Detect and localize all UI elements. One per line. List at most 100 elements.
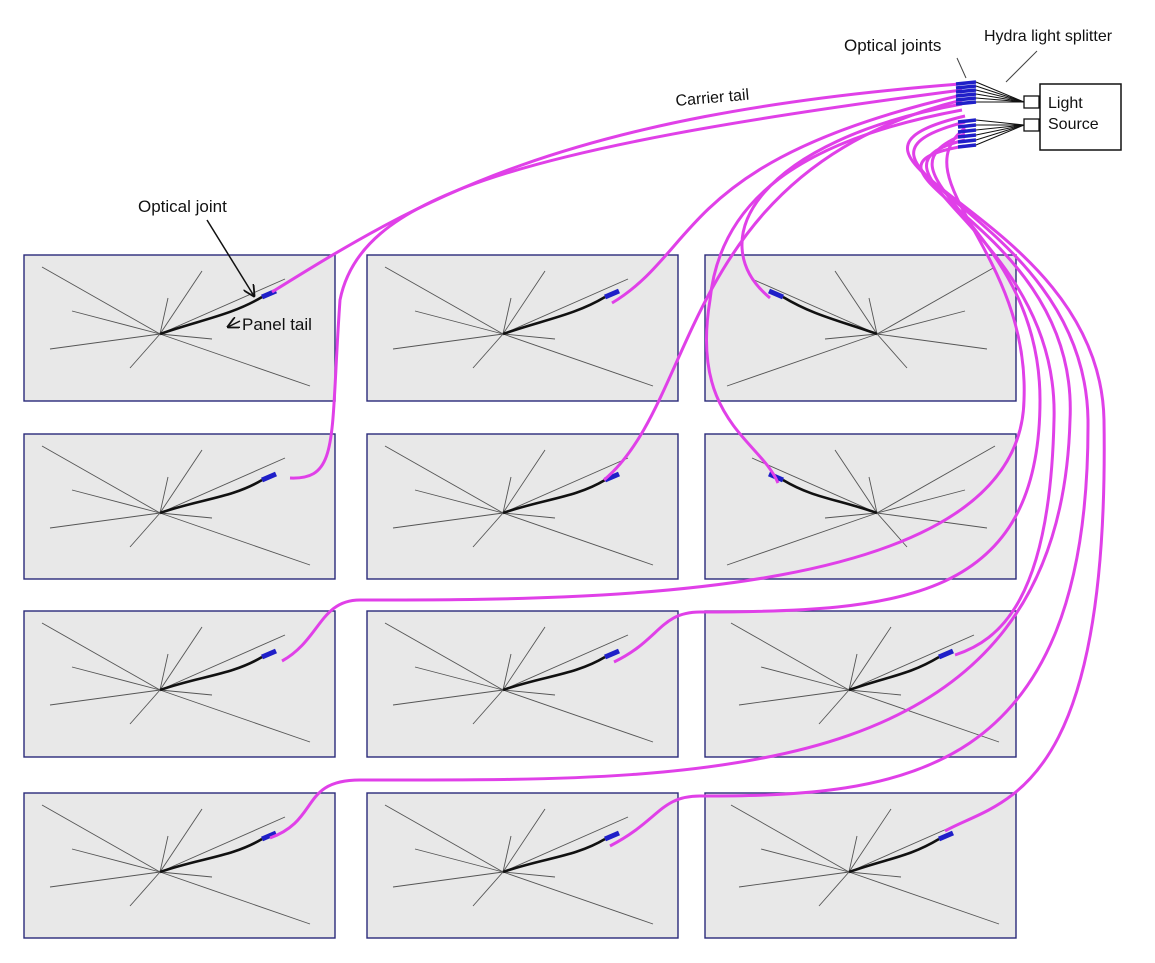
- panel-ray: [71, 666, 161, 691]
- panel-ray: [159, 278, 286, 335]
- panel-ray: [502, 689, 654, 743]
- splitter-fiber-top-2: [975, 85, 1025, 103]
- panel-ray: [472, 333, 504, 369]
- panel-ray: [848, 689, 902, 696]
- panel-ray: [41, 445, 161, 514]
- panel-tail: [502, 655, 606, 692]
- panel-ray: [834, 449, 878, 514]
- panel-2: [366, 254, 679, 402]
- panel-ray: [159, 457, 286, 514]
- panel-ray: [502, 835, 512, 873]
- panel-ray: [502, 653, 512, 691]
- panel-ray: [129, 512, 161, 548]
- carrier-tail-8: [613, 132, 1042, 664]
- panel-ray: [159, 634, 286, 691]
- panel-ray: [876, 333, 908, 369]
- splitter-fiber-top-1: [975, 81, 1025, 103]
- panel-ray: [159, 871, 311, 925]
- carrier-tail-10: [269, 144, 1072, 840]
- splitter-fiber-bottom-3: [975, 124, 1025, 131]
- cluster-joint-top-2: [955, 84, 977, 90]
- panel-ray: [502, 871, 556, 878]
- carrier-tail-label: Carrier tail: [675, 87, 750, 110]
- panel-ray: [159, 333, 213, 340]
- panel-ray: [472, 512, 504, 548]
- panel-ray: [159, 808, 203, 873]
- optical-joint-arrow: [206, 219, 254, 296]
- panel-ray: [760, 666, 850, 691]
- panel-10: [23, 792, 336, 939]
- panel-ray: [49, 333, 161, 350]
- cluster-joint-top-6: [955, 100, 977, 106]
- panel-box: [704, 610, 1017, 758]
- panel-ray: [818, 871, 850, 907]
- panel-ray: [502, 512, 654, 566]
- panel-tail: [782, 478, 878, 515]
- splitter-fiber-top-4: [975, 93, 1025, 103]
- hydra-splitter-leader: [1005, 50, 1038, 83]
- panel-ray: [472, 689, 504, 725]
- panel-ray: [159, 270, 203, 335]
- cluster-joint-bottom-2: [957, 123, 977, 129]
- panel-ray: [392, 871, 504, 888]
- panel-ray: [726, 512, 878, 566]
- panel-ray: [129, 871, 161, 907]
- panel-ray: [392, 512, 504, 529]
- panel-ray: [760, 848, 850, 873]
- panel-ray: [876, 266, 996, 335]
- cluster-joint-bottom-5: [957, 138, 977, 144]
- hydra-splitter-label: Hydra light splitter: [984, 28, 1113, 45]
- panel-4: [23, 433, 336, 580]
- panel-tail-label: Panel tail: [242, 315, 312, 334]
- panel-11: [366, 792, 679, 939]
- panel-ray: [159, 871, 213, 878]
- panel-ray: [414, 666, 504, 691]
- panel-tail: [782, 295, 878, 336]
- panel-tail: [159, 655, 263, 692]
- panel-tail: [848, 655, 940, 692]
- panel-ray: [41, 266, 161, 335]
- panel-ray: [384, 622, 504, 691]
- panel-ray: [384, 266, 504, 335]
- panel-ray: [502, 333, 654, 387]
- panel-1: [23, 254, 336, 402]
- panel-ray: [848, 808, 892, 873]
- panel-ray: [159, 449, 203, 514]
- panel-ray: [392, 333, 504, 350]
- panel-ray: [384, 445, 504, 514]
- cluster-joint-bottom-4: [957, 133, 977, 139]
- panel-optical-joint: [938, 648, 954, 660]
- cluster-joint-top-1: [955, 80, 977, 86]
- cluster-joint-bottom-3: [957, 128, 977, 134]
- panel-ray: [848, 871, 902, 878]
- panel-ray: [159, 689, 213, 696]
- panel-ray: [49, 871, 161, 888]
- panel-grid: [23, 254, 1017, 939]
- cluster-joint-top-5: [955, 96, 977, 102]
- panel-8: [366, 610, 679, 758]
- panel-ray: [159, 626, 203, 691]
- panel-box: [23, 792, 336, 939]
- panel-ray: [751, 278, 878, 335]
- light-source-label-line2: Source: [1048, 116, 1099, 133]
- carrier-tail-4: [289, 88, 963, 480]
- panel-optical-joint: [768, 288, 784, 300]
- panel-ray: [751, 457, 878, 514]
- panel-ray: [730, 622, 850, 691]
- panel-ray: [818, 689, 850, 725]
- hydra-light-splitter: [975, 81, 1025, 146]
- panel-optical-joint: [604, 648, 620, 660]
- panel-tail: [502, 295, 606, 336]
- splitter-fiber-top-5: [975, 97, 1025, 103]
- optical-joint-cluster: [955, 80, 977, 149]
- panel-tail: [848, 837, 940, 874]
- carrier-tail-1: [271, 82, 961, 294]
- panel-ray: [502, 297, 512, 335]
- panel-ray: [868, 297, 878, 335]
- panel-ray: [129, 333, 161, 369]
- panel-ray: [726, 333, 878, 387]
- panel-tail: [502, 478, 606, 515]
- panel-ray: [502, 457, 629, 514]
- cluster-joint-bottom-6: [957, 143, 977, 149]
- panel-ray: [41, 622, 161, 691]
